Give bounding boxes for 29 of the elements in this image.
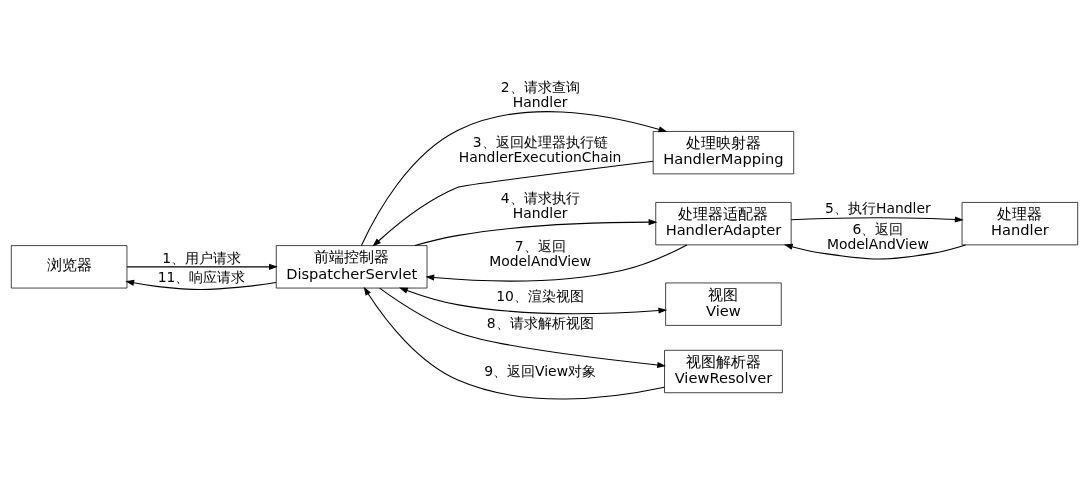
node-box: 处理器适配器 HandlerAdapter xyxy=(655,202,792,246)
arrow xyxy=(783,243,967,260)
arrow xyxy=(372,160,654,247)
edge-label: 1、用户请求 xyxy=(162,249,242,266)
edge-label: 10、渲染视图 xyxy=(496,287,584,304)
node-box: 浏览器 xyxy=(10,245,128,289)
arrow xyxy=(399,287,668,315)
arrow xyxy=(126,263,278,270)
edge-label: 3、返回处理器执行链 HandlerExecutionChain xyxy=(458,133,622,166)
node-box: 处理器 Handler xyxy=(961,202,1079,246)
arrow xyxy=(379,287,667,369)
node-box: 处理映射器 HandlerMapping xyxy=(652,131,795,175)
edge-label: 11、响应请求 xyxy=(157,269,246,286)
edge-label: 2、请求查询 Handler xyxy=(500,79,580,111)
edge-label: 7、返回 ModelAndView xyxy=(489,237,592,270)
arrow xyxy=(125,279,277,291)
edge-label: 5、执行Handler xyxy=(825,199,931,216)
node-box: 前端控制器 DispatcherServlet xyxy=(275,245,428,289)
arrow xyxy=(414,219,658,247)
edge-label: 9、返回View对象 xyxy=(484,363,597,380)
arrow xyxy=(360,111,668,246)
node-box: 视图 View xyxy=(665,282,782,326)
edge-label: 6、返回 ModelAndView xyxy=(826,221,929,253)
node-box: 视图解析器 ViewResolver xyxy=(664,349,783,394)
arrow xyxy=(790,216,964,223)
edge-label: 8、请求解析视图 xyxy=(486,315,594,332)
arrow xyxy=(363,286,665,400)
arrow xyxy=(425,244,688,282)
edge-label: 4、请求执行 Handler xyxy=(500,189,580,221)
